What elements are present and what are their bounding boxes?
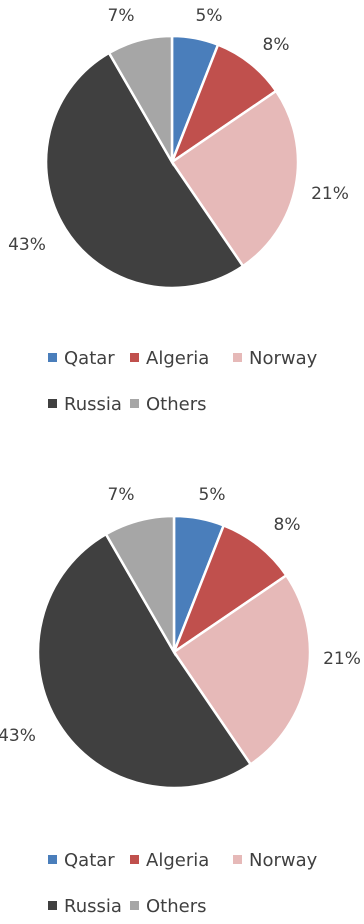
pie-slice-norway: [170, 89, 300, 268]
legend-label-russia: Russia: [64, 394, 122, 415]
legend-swatch-others: [130, 399, 139, 408]
legend-item-qatar: Qatar: [48, 850, 115, 871]
pie-slice-others: [104, 514, 176, 657]
legend-label-qatar: Qatar: [64, 348, 115, 369]
pie-slice-russia: [36, 532, 253, 790]
legend-item-qatar: Qatar: [48, 348, 115, 369]
pie-chart-2: 5% 8% 21% 43% 7%: [0, 485, 361, 790]
data-label-others: 7%: [108, 6, 135, 26]
pie-slice-norway: [172, 573, 312, 767]
legend-label-others: Others: [146, 896, 207, 917]
legend-swatch-others: [130, 901, 139, 910]
data-label-algeria: 8%: [263, 35, 290, 55]
legend-label-norway: Norway: [249, 348, 318, 369]
legend-swatch-algeria: [130, 855, 139, 864]
legend-swatch-algeria: [130, 353, 139, 362]
legend-item-russia: Russia: [48, 394, 122, 415]
data-label-norway: 21%: [323, 649, 361, 669]
legend-label-others: Others: [146, 394, 207, 415]
legend-swatch-norway: [233, 353, 242, 362]
pie-slice-algeria: [169, 43, 278, 166]
data-label-algeria: 8%: [274, 515, 301, 535]
legend-item-others: Others: [130, 394, 207, 415]
pie-slice-algeria: [171, 523, 289, 656]
pie-slice-russia: [44, 51, 245, 290]
legend-swatch-russia: [48, 399, 57, 408]
legend-item-norway: Norway: [233, 850, 317, 871]
data-label-qatar: 5%: [196, 6, 223, 26]
legend-label-algeria: Algeria: [146, 348, 210, 369]
data-label-norway: 21%: [311, 184, 349, 204]
pie-slice-others: [107, 34, 174, 167]
data-label-qatar: 5%: [199, 485, 226, 505]
legend-label-qatar: Qatar: [64, 850, 115, 871]
legend-swatch-russia: [48, 901, 57, 910]
data-label-russia: 43%: [8, 235, 46, 255]
legend-label-algeria: Algeria: [146, 850, 210, 871]
legend-swatch-qatar: [48, 353, 57, 362]
legend-item-algeria: Algeria: [130, 348, 209, 369]
legend-item-algeria: Algeria: [130, 850, 209, 871]
data-label-others: 7%: [108, 485, 135, 505]
legend-label-russia: Russia: [64, 896, 122, 917]
legend-swatch-norway: [233, 855, 242, 864]
legend-item-others: Others: [130, 896, 207, 917]
legend-label-norway: Norway: [249, 850, 318, 871]
data-label-russia: 43%: [0, 726, 36, 746]
legend-item-russia: Russia: [48, 896, 122, 917]
pie-chart-1: 5% 8% 21% 43% 7%: [8, 6, 349, 290]
legend-swatch-qatar: [48, 855, 57, 864]
legend-item-norway: Norway: [233, 348, 317, 369]
